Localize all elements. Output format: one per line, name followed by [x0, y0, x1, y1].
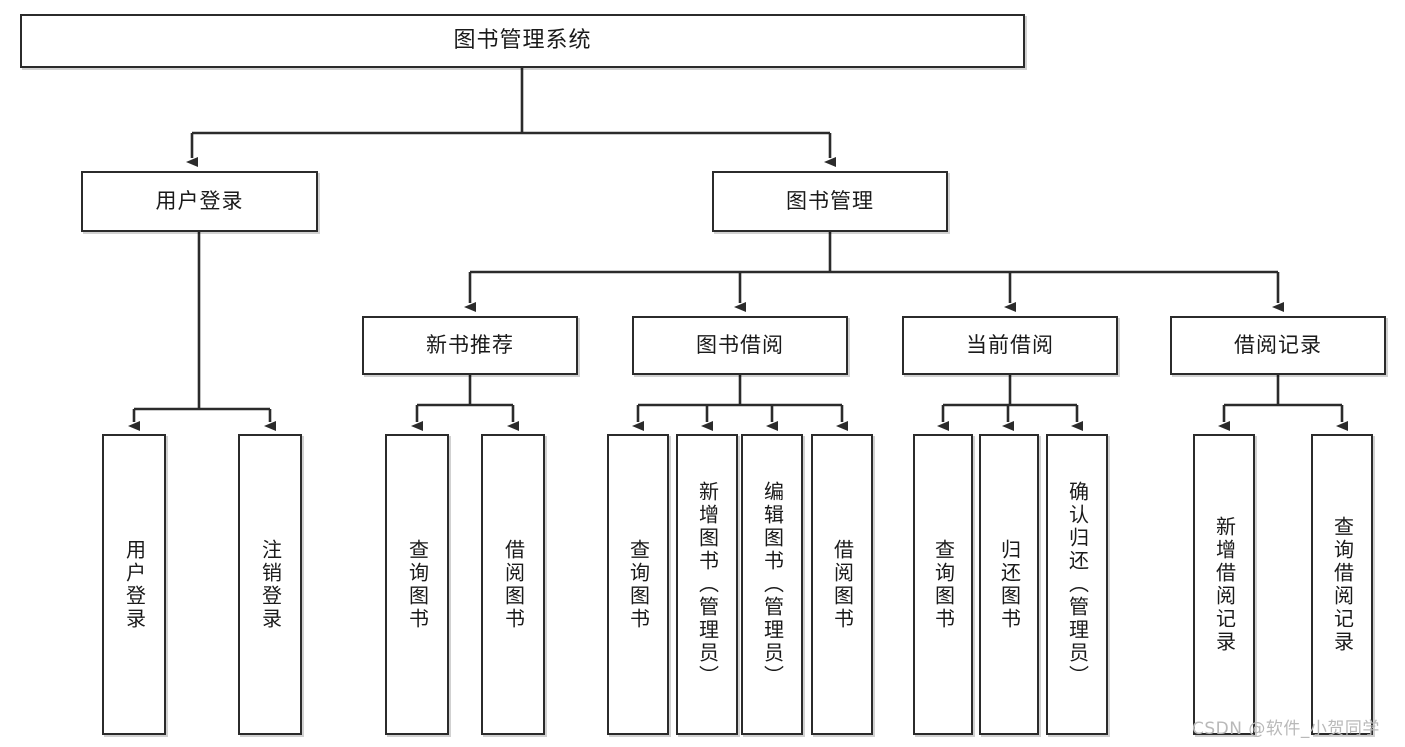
node-current-borrow[interactable]: 当前借阅: [902, 316, 1118, 375]
leaf-query-borrow-record[interactable]: 查询借阅记录: [1311, 434, 1373, 735]
leaf-confirm-return[interactable]: 确认归还（管理员）: [1046, 434, 1108, 735]
leaf-add-borrow-record-label: 新增借阅记录: [1212, 515, 1237, 654]
node-book-management[interactable]: 图书管理: [712, 171, 948, 232]
leaf-edit-book-label: 编辑图书（管理员）: [760, 481, 785, 688]
node-book-borrow-label: 图书借阅: [696, 333, 784, 358]
leaf-query-book-1[interactable]: 查询图书: [385, 434, 449, 735]
leaf-add-book-label: 新增图书（管理员）: [695, 481, 720, 688]
leaf-return-book-label: 归还图书: [997, 538, 1022, 631]
leaf-query-book-3-label: 查询图书: [931, 538, 956, 631]
leaf-add-book[interactable]: 新增图书（管理员）: [676, 434, 738, 735]
leaf-query-book-2-label: 查询图书: [626, 538, 651, 631]
leaf-return-book[interactable]: 归还图书: [979, 434, 1039, 735]
leaf-confirm-return-label: 确认归还（管理员）: [1065, 481, 1090, 688]
node-new-book-recommend-label: 新书推荐: [426, 333, 514, 358]
leaf-borrow-book-1-label: 借阅图书: [501, 538, 526, 631]
leaf-logout-login-label: 注销登录: [258, 538, 283, 631]
node-root-label: 图书管理系统: [453, 28, 592, 54]
node-borrow-record[interactable]: 借阅记录: [1170, 316, 1386, 375]
node-book-borrow[interactable]: 图书借阅: [632, 316, 848, 375]
leaf-query-book-3[interactable]: 查询图书: [913, 434, 973, 735]
node-borrow-record-label: 借阅记录: [1234, 333, 1322, 358]
leaf-borrow-book-1[interactable]: 借阅图书: [481, 434, 545, 735]
leaf-user-login[interactable]: 用户登录: [102, 434, 166, 735]
node-new-book-recommend[interactable]: 新书推荐: [362, 316, 578, 375]
node-user-login-label: 用户登录: [155, 189, 244, 214]
leaf-query-book-1-label: 查询图书: [405, 538, 430, 631]
leaf-query-book-2[interactable]: 查询图书: [607, 434, 669, 735]
leaf-user-login-label: 用户登录: [122, 538, 147, 631]
leaf-borrow-book-2-label: 借阅图书: [830, 538, 855, 631]
leaf-query-borrow-record-label: 查询借阅记录: [1330, 515, 1355, 654]
node-root[interactable]: 图书管理系统: [20, 14, 1025, 68]
leaf-edit-book[interactable]: 编辑图书（管理员）: [741, 434, 803, 735]
leaf-logout-login[interactable]: 注销登录: [238, 434, 302, 735]
node-book-management-label: 图书管理: [786, 189, 874, 214]
node-user-login[interactable]: 用户登录: [81, 171, 318, 232]
node-current-borrow-label: 当前借阅: [966, 333, 1054, 358]
leaf-add-borrow-record[interactable]: 新增借阅记录: [1193, 434, 1255, 735]
leaf-borrow-book-2[interactable]: 借阅图书: [811, 434, 873, 735]
csdn-watermark: CSDN @软件_小贺同学: [1192, 719, 1380, 739]
